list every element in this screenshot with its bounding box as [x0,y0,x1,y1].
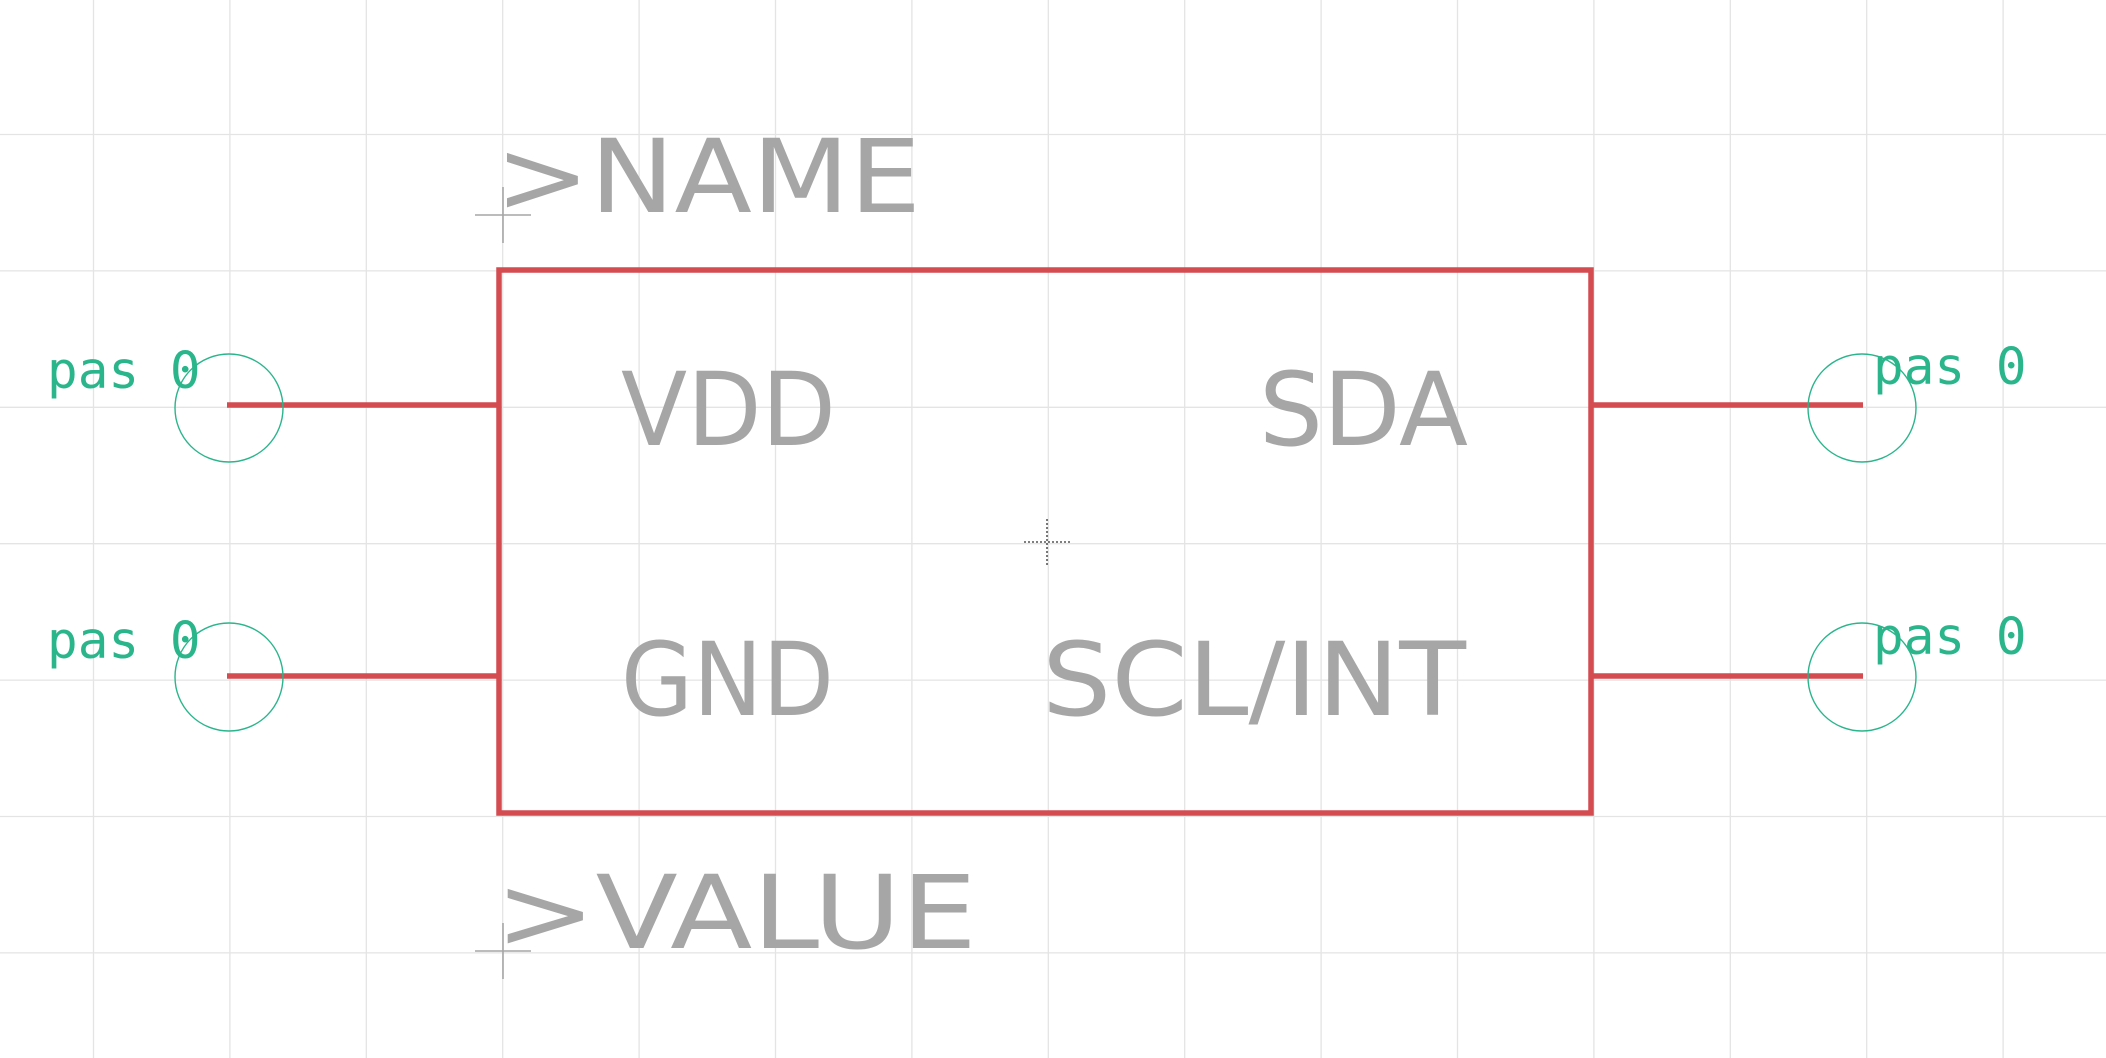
pin-direction-vdd: pas 0 [47,342,201,401]
pin-connection-circle-gnd[interactable] [174,622,284,732]
pin-direction-gnd: pas 0 [47,612,201,671]
name-placeholder[interactable]: >NAME [495,118,921,237]
pin-connection-circle-sda[interactable] [1807,353,1917,463]
pin-direction-sda: pas 0 [1873,338,2027,397]
value-placeholder[interactable]: >VALUE [495,854,977,973]
symbol-body[interactable] [496,267,1594,816]
pin-direction-scl-int: pas 0 [1873,608,2027,667]
value-origin-mark [475,923,531,979]
pin-label-sda: SDA [1259,351,1468,470]
symbol-origin-crosshair-icon [1024,519,1070,565]
pin-label-gnd: GND [621,621,834,740]
pin-label-scl-int: SCL/INT [1042,621,1467,740]
pin-label-vdd: VDD [621,351,836,470]
name-origin-mark [475,187,531,243]
pin-connection-circle-vdd[interactable] [174,353,284,463]
pin-connection-circle-scl-int[interactable] [1807,622,1917,732]
